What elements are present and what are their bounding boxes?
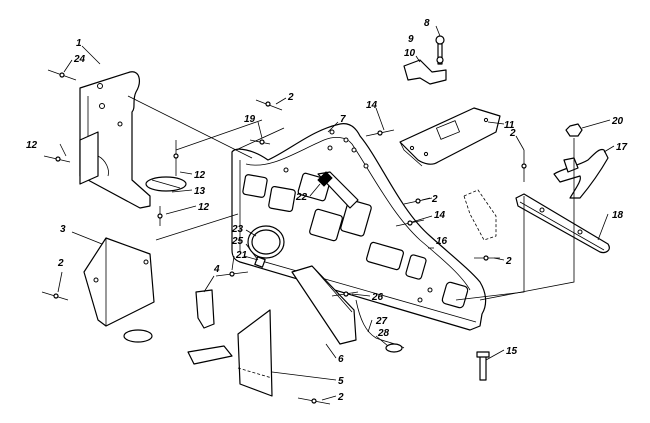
callout-2: 2 [509, 128, 516, 139]
callout-12: 12 [198, 202, 210, 213]
callout-19: 19 [244, 114, 256, 125]
callout-2: 2 [431, 194, 438, 205]
callout-14: 14 [366, 100, 378, 111]
callout-18: 18 [612, 210, 624, 221]
part-17-hook [553, 148, 609, 199]
callout-3: 3 [60, 224, 66, 235]
callout-labels: 1 24 2 19 7 14 8 9 10 11 20 17 2 12 12 1… [26, 18, 628, 403]
part-main-frame [231, 123, 487, 331]
part-10-bracket [403, 35, 447, 85]
callout-5: 5 [338, 376, 344, 387]
callout-23: 23 [231, 224, 244, 235]
callout-12: 12 [26, 140, 38, 151]
part-16-bracket [463, 189, 497, 241]
callout-4: 4 [213, 264, 220, 275]
callout-14: 14 [434, 210, 446, 221]
callout-6: 6 [338, 354, 344, 365]
callout-22: 22 [295, 192, 308, 203]
callout-11: 11 [504, 120, 515, 131]
callout-26: 26 [371, 292, 384, 303]
part-27-wire [355, 299, 405, 353]
part-11-plate [399, 107, 501, 167]
callout-25: 25 [231, 236, 244, 247]
callout-15: 15 [506, 346, 518, 357]
callout-16: 16 [436, 236, 448, 247]
part-5-panel [187, 309, 273, 397]
callout-2: 2 [287, 92, 294, 103]
fasteners [41, 69, 527, 405]
part-4-bracket [195, 289, 215, 329]
part-1-bracket [79, 71, 187, 209]
callout-1: 1 [76, 38, 82, 49]
callout-7: 7 [340, 114, 346, 125]
callout-24: 24 [73, 54, 86, 65]
callout-17: 17 [616, 142, 628, 153]
leader-lines [57, 25, 615, 401]
callout-27: 27 [375, 316, 388, 327]
callout-20: 20 [611, 116, 624, 127]
callout-28: 28 [377, 328, 390, 339]
part-20-nut [565, 123, 583, 137]
part-18-rail [515, 193, 610, 254]
callout-8: 8 [424, 18, 430, 29]
callout-12: 12 [194, 170, 206, 181]
callout-21: 21 [235, 250, 248, 261]
callout-9: 9 [408, 34, 414, 45]
callout-2: 2 [57, 258, 64, 269]
callout-2: 2 [337, 392, 344, 403]
callout-13: 13 [194, 186, 206, 197]
callout-10: 10 [404, 48, 416, 59]
part-6-plate [291, 265, 357, 345]
part-3-cover [83, 237, 155, 343]
part-23-ring [247, 225, 285, 259]
part-15-bolt [476, 351, 490, 381]
callout-2: 2 [505, 256, 512, 267]
